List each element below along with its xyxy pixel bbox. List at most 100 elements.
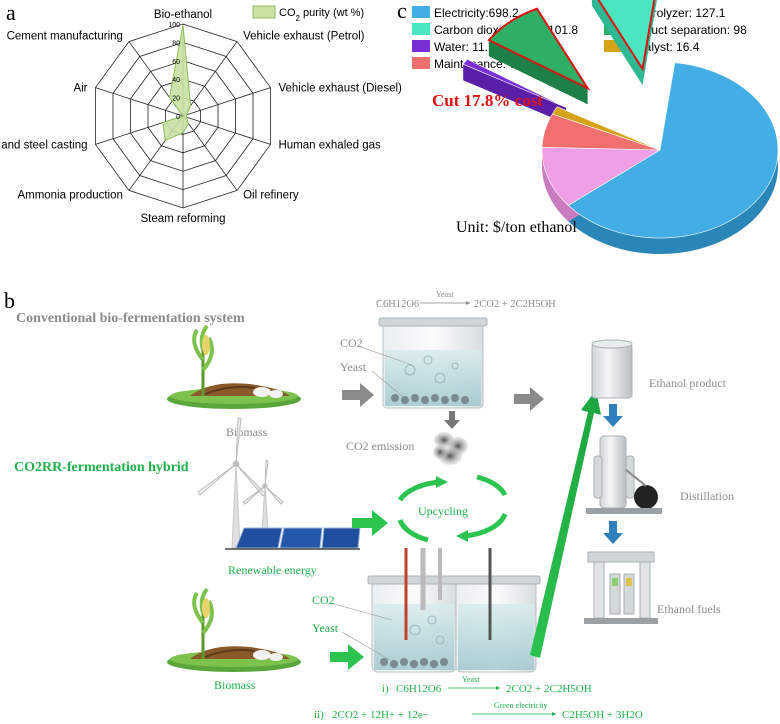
co2-label-bottom: CO2 (312, 593, 335, 607)
distillation-label: Distillation (680, 489, 734, 503)
radar-spoke (182, 41, 238, 117)
biomass-illustration-bottom (167, 587, 301, 672)
reaction-top: C6H12O6 Yeast 2CO2 + 2C2H5OH (376, 290, 556, 310)
pie-legend-swatch (412, 6, 430, 18)
renewable-label: Renewable energy (228, 563, 317, 577)
yeast-pointer-bottom (341, 631, 391, 661)
upcycling-arrowhead-2 (456, 530, 468, 542)
radar-category-label: Iron and steel casting (0, 139, 88, 151)
arrow-emission (444, 411, 460, 429)
reaction-i-arrowhead (496, 686, 500, 690)
panel-c-letter: c (397, 0, 407, 23)
reaction-top-left: C6H12O6 (376, 299, 419, 310)
radar-tick-label: 80 (172, 40, 180, 47)
pie-legend-label: Water: 11.7 (434, 40, 495, 54)
radar-tick-label: 0 (176, 114, 180, 121)
radar-tick-label: 100 (168, 22, 180, 29)
arrow-product-to-distillation (603, 404, 623, 427)
pie-slice (541, 146, 662, 206)
reaction-top-arrowhead (466, 301, 470, 305)
yeast-label-bottom: Yeast (312, 621, 339, 635)
reaction-ii-catalyst: Green electricity (494, 701, 548, 710)
yeast-label: Yeast (340, 360, 367, 374)
co2-pointer-bottom (333, 603, 393, 621)
unit-label: Unit: $/ton ethanol (456, 219, 577, 236)
arrow-biomass-bottom-to-reactor (330, 644, 364, 670)
yeast-pointer (371, 370, 403, 397)
reaction-ii-arrowhead (552, 712, 556, 716)
reaction-ii-left: 2CO2 + 12H+ + 12e− (332, 709, 429, 721)
radar-legend-text: CO2 purity (wt %) (279, 7, 364, 23)
co2-emission-label: CO2 emission (346, 439, 414, 453)
solar-panels (225, 527, 361, 550)
pie-slice-edge (488, 40, 588, 105)
pie-legend-swatch (412, 23, 430, 35)
co2-label: CO2 (340, 336, 363, 350)
pie-slice-edge (463, 64, 566, 124)
pie-slice (462, 58, 567, 108)
wind-turbines (197, 417, 284, 549)
radar-category-label: Oil refinery (243, 189, 299, 201)
upcycling-arrowhead-1 (436, 476, 448, 488)
radar-category-label: Cement manufacturing (7, 31, 123, 43)
co2-pointer (357, 345, 413, 366)
upcycling-label: Upcycling (418, 504, 468, 518)
cut-cost-label: Cut 17.8% cost (432, 91, 543, 110)
conventional-reactor (378, 317, 488, 409)
panel-a-letter: a (6, 0, 16, 25)
hybrid-reactor (367, 548, 541, 673)
radar-legend: CO2 purity (wt %) (252, 5, 364, 23)
reaction-i-left: C6H12O6 (396, 683, 442, 695)
arrow-renewable-to-reactor (352, 510, 388, 536)
pie-slice (487, 7, 591, 91)
reaction-i-catalyst: Yeast (462, 675, 480, 684)
pie-legend-swatch (412, 40, 430, 52)
pie-chart (462, 0, 779, 254)
biomass-illustration-top (167, 324, 301, 409)
arrow-hybrid-to-product (530, 390, 601, 658)
panel-b-letter: b (4, 288, 15, 313)
hybrid-title: CO2RR-fermentation hybrid (14, 460, 189, 475)
radar-tick-label: 60 (172, 59, 180, 66)
reaction-i-index: i) (382, 683, 389, 695)
pie-slice (541, 113, 661, 151)
ethanol-fuels-label: Ethanol fuels (657, 602, 721, 616)
reaction-ii: ii) 2CO2 + 12H+ + 12e− Green electricity… (314, 701, 643, 721)
radar-category-label: Vehicle exhaust (Petrol) (243, 31, 365, 43)
pie-slice (597, 0, 656, 72)
radar-legend-swatch (252, 5, 276, 19)
ethanol-product-label: Ethanol product (649, 376, 727, 390)
radar-spoke (95, 87, 184, 117)
arrow-distillation-to-fuels (603, 521, 623, 544)
reaction-ii-index: ii) (314, 709, 324, 721)
reaction-ii-right: C2H5OH + 3H2O (562, 709, 643, 721)
arrow-biomass-to-reactor (342, 383, 374, 407)
radar-spoke (182, 115, 238, 191)
pie-slice-edge (591, 0, 643, 86)
pie-legend-swatch (412, 57, 430, 69)
reaction-i-right: 2CO2 + 2C2H5OH (506, 683, 592, 695)
radar-category-label: Air (73, 83, 87, 95)
reaction-top-right: 2CO2 + 2C2H5OH (474, 299, 556, 310)
radar-category-label: Vehicle exhaust (Diesel) (278, 83, 402, 95)
biomass-label-top: Biomass (226, 425, 268, 439)
distillation-apparatus (586, 435, 662, 514)
co2-smoke (433, 432, 468, 465)
radar-tick-label: 40 (172, 77, 180, 84)
arrow-reactor-to-product (514, 387, 544, 411)
radar-category-label: Ammonia production (17, 189, 122, 201)
radar-spoke (182, 115, 271, 145)
reaction-top-catalyst: Yeast (436, 290, 454, 299)
radar-category-label: Steam reforming (140, 213, 225, 225)
reaction-i: i) C6H12O6 Yeast 2CO2 + 2C2H5OH (382, 675, 592, 695)
upcycling-loop (397, 474, 508, 543)
pie-legend-label: Electricity:698.2 (434, 6, 519, 20)
biomass-label-bottom: Biomass (214, 678, 256, 692)
radar-category-label: Human exhaled gas (278, 139, 381, 151)
radar-tick-label: 20 (172, 96, 180, 103)
pie-slice (567, 62, 779, 239)
pie-legend-label: Product separation: 98 (626, 23, 747, 37)
